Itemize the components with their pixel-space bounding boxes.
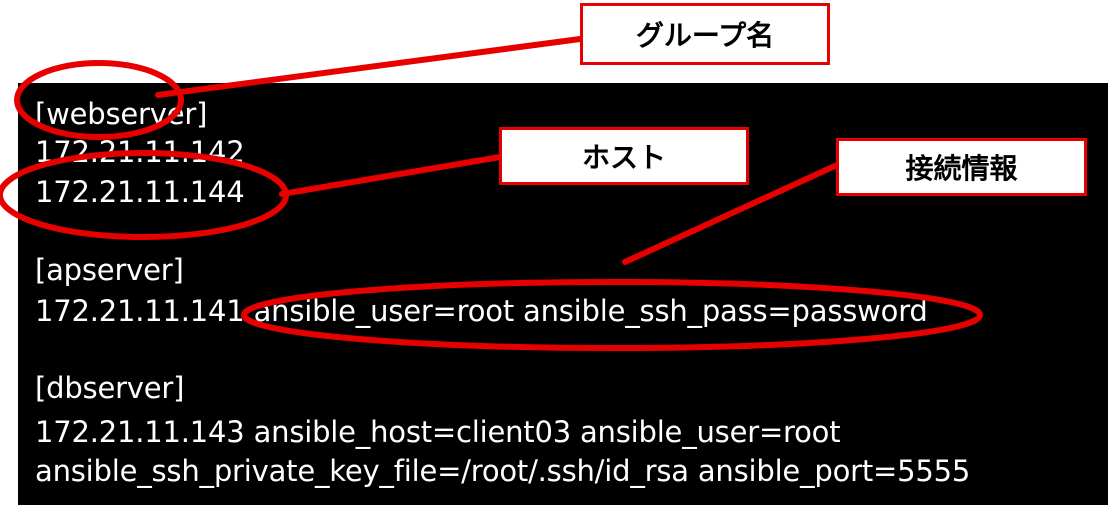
host-line-apserver-1: 172.21.11.141 ansible_user=root ansible_… [35, 294, 928, 328]
group-header-dbserver: [dbserver] [35, 371, 185, 405]
group-name-label: グループ名 [580, 3, 830, 65]
host-line-dbserver-1: 172.21.11.143 ansible_host=client03 ansi… [35, 415, 841, 449]
host-label: ホスト [499, 127, 749, 185]
group-header-apserver: [apserver] [35, 253, 184, 287]
host-line-dbserver-2: ansible_ssh_private_key_file=/root/.ssh/… [35, 454, 971, 488]
host-line-webserver-2: 172.21.11.144 [35, 175, 245, 209]
group-header-webserver: [webserver] [35, 97, 208, 131]
host-line-webserver-1: 172.21.11.142 [35, 135, 245, 169]
connection-info-label: 接続情報 [836, 138, 1087, 196]
